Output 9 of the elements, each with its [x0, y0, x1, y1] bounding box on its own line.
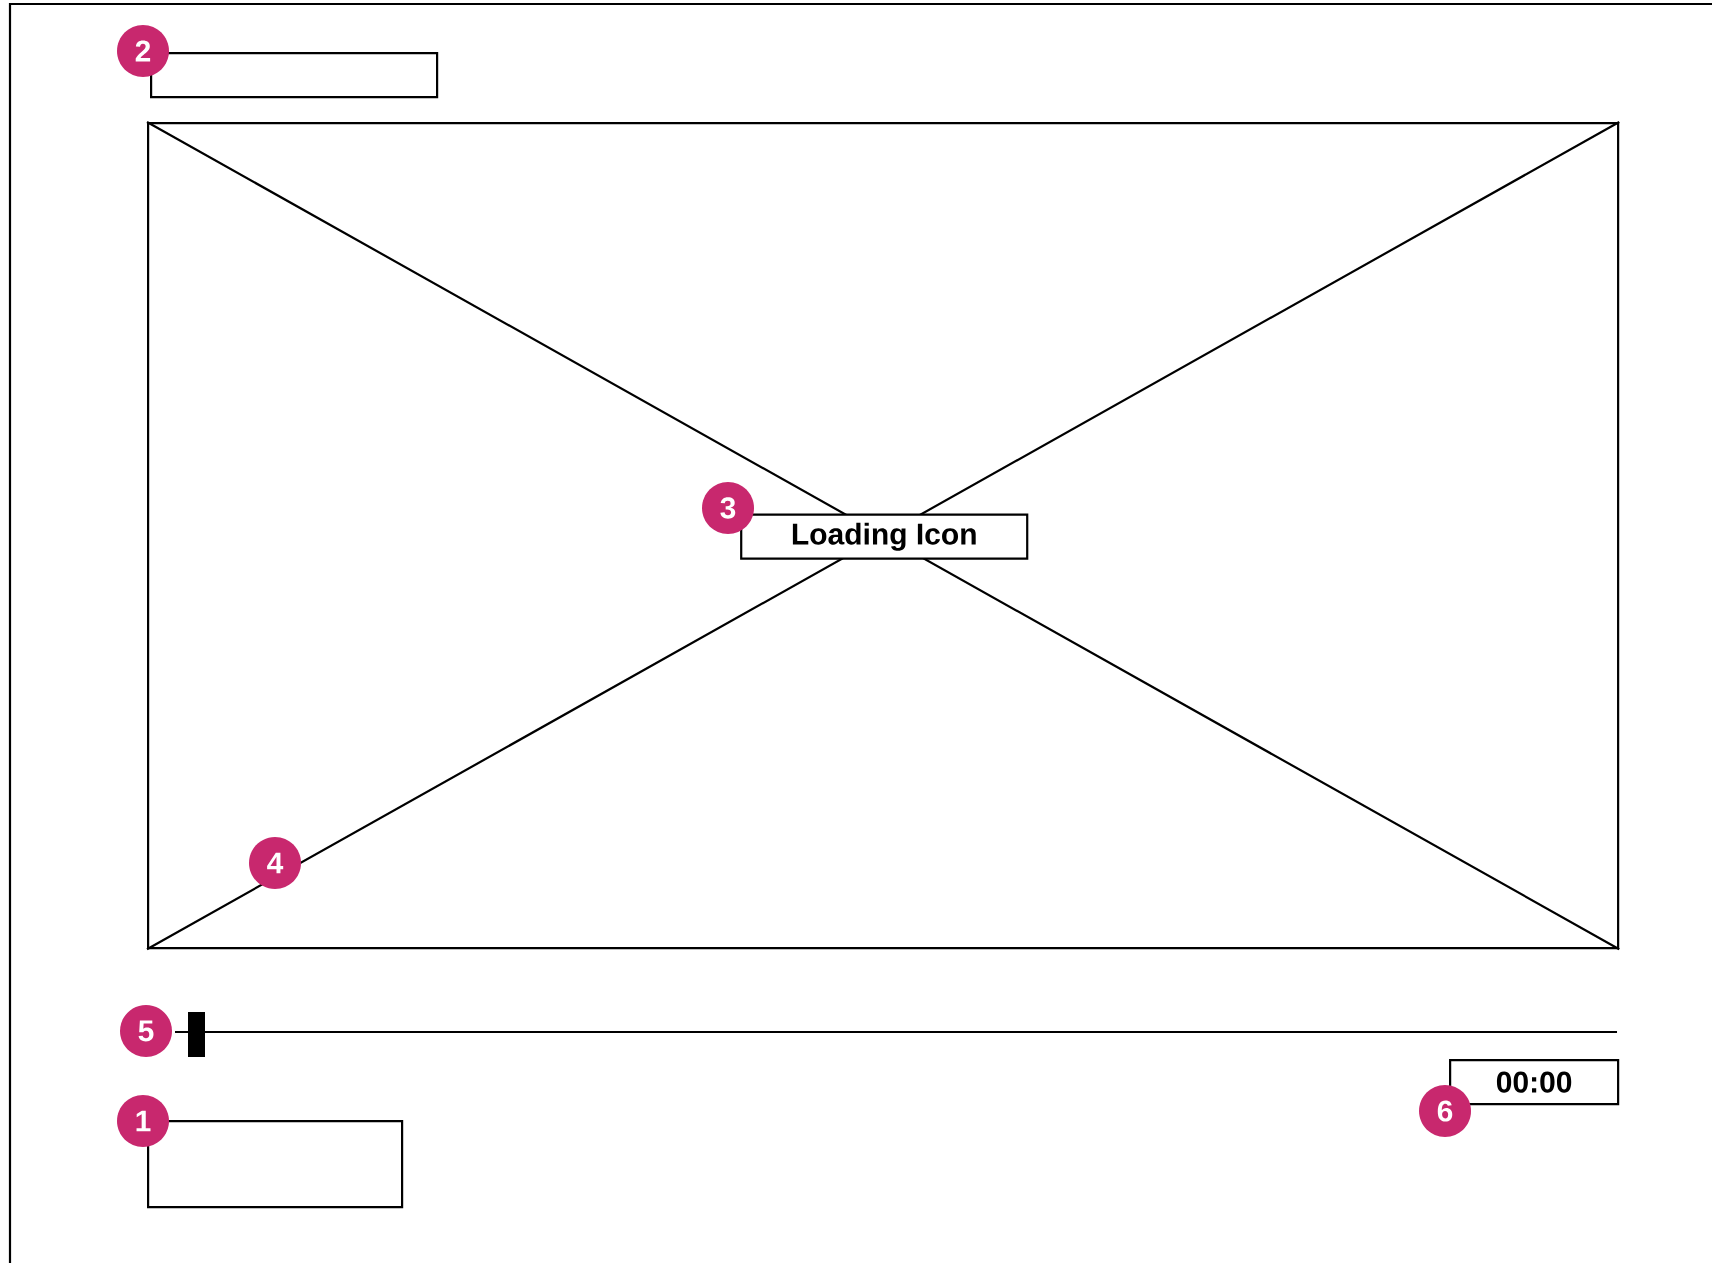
callout-number: 6	[1419, 1085, 1471, 1137]
callout-number: 2	[117, 25, 169, 77]
callout-number: 1	[117, 1095, 169, 1147]
placeholder-box	[150, 52, 439, 99]
callout-number: 3	[702, 482, 754, 534]
callout-number: 4	[249, 837, 301, 889]
image-placeholder	[145, 120, 1621, 951]
callout-number: 5	[120, 1005, 172, 1057]
text-box: Loading Icon	[740, 513, 1029, 560]
